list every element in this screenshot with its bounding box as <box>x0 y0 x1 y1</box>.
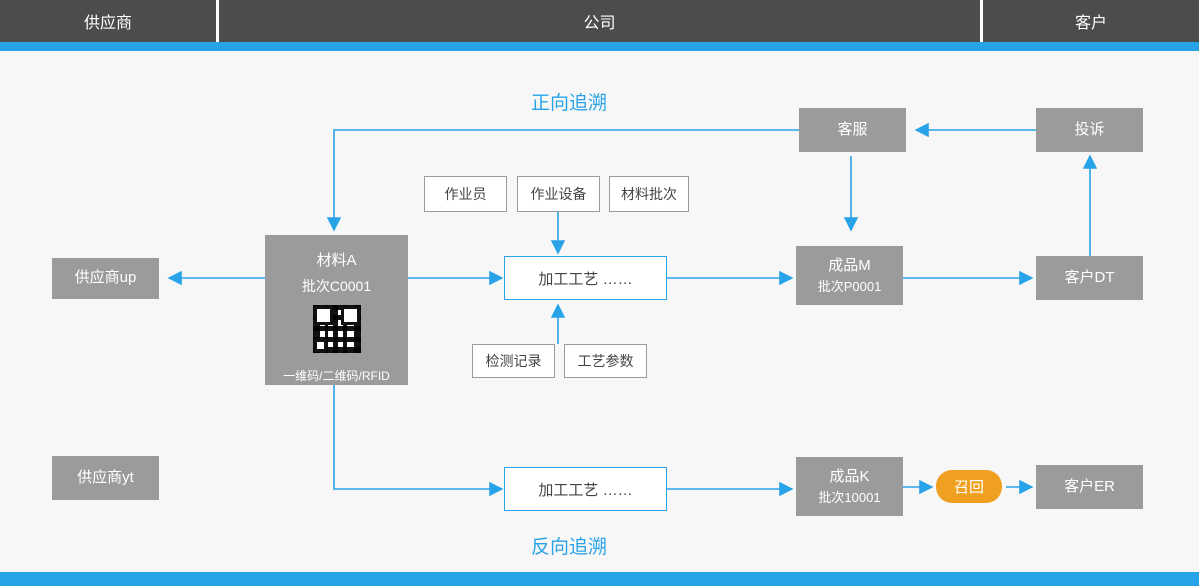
node-customer-service-label: 客服 <box>837 120 868 138</box>
node-customer-dt-label: 客户DT <box>1064 268 1115 286</box>
node-material-a-batch: 批次C0001 <box>301 278 372 294</box>
node-process-top-label: 加工工艺 …… <box>538 270 633 288</box>
header-column-customer: 客户 <box>983 0 1199 51</box>
header-column-supplier: 供应商 <box>0 0 216 51</box>
node-material-a[interactable]: 材料A 批次C0001 一维码/二维码/RFID <box>265 235 408 385</box>
node-customer-dt[interactable]: 客户DT <box>1036 256 1143 300</box>
box-equipment-label: 作业设备 <box>530 186 587 202</box>
node-finished-k-batch: 批次10001 <box>818 490 881 505</box>
header-column-customer-label: 客户 <box>1074 15 1107 32</box>
box-inspection-record-label: 检测记录 <box>485 353 542 369</box>
node-finished-k[interactable]: 成品K 批次10001 <box>796 457 903 516</box>
node-finished-m-title: 成品M <box>828 256 871 274</box>
box-process-params[interactable]: 工艺参数 <box>564 344 647 378</box>
node-supplier-yt-label: 供应商yt <box>77 468 134 486</box>
box-process-params-label: 工艺参数 <box>577 353 634 369</box>
node-process-top[interactable]: 加工工艺 …… <box>504 256 667 300</box>
node-complaint-label: 投诉 <box>1074 120 1105 138</box>
header-column-company-label: 公司 <box>583 15 616 32</box>
node-customer-service[interactable]: 客服 <box>799 108 906 152</box>
forward-trace-title: 正向追溯 <box>530 93 607 114</box>
node-process-bottom[interactable]: 加工工艺 …… <box>504 467 667 511</box>
qr-code-icon <box>312 305 361 353</box>
accent-bar-top <box>0 42 1199 51</box>
box-operator-label: 作业员 <box>444 186 487 202</box>
box-operator[interactable]: 作业员 <box>424 176 507 212</box>
node-process-bottom-label: 加工工艺 …… <box>538 481 633 499</box>
header-bar: 供应商 公司 客户 <box>0 0 1199 51</box>
box-equipment[interactable]: 作业设备 <box>517 176 600 212</box>
header-column-supplier-label: 供应商 <box>83 15 132 32</box>
node-material-a-title: 材料A <box>316 252 357 269</box>
box-inspection-record[interactable]: 检测记录 <box>472 344 555 378</box>
node-material-a-codes: 一维码/二维码/RFID <box>283 369 390 383</box>
box-material-batch-label: 材料批次 <box>621 186 677 202</box>
header-divider <box>216 0 219 42</box>
node-finished-m[interactable]: 成品M 批次P0001 <box>796 246 903 305</box>
node-complaint[interactable]: 投诉 <box>1036 108 1143 152</box>
node-supplier-yt[interactable]: 供应商yt <box>52 456 159 500</box>
box-material-batch[interactable]: 材料批次 <box>609 176 689 212</box>
node-customer-er[interactable]: 客户ER <box>1036 465 1143 509</box>
node-finished-m-batch: 批次P0001 <box>817 279 882 294</box>
node-customer-er-label: 客户ER <box>1064 477 1115 495</box>
node-recall[interactable]: 召回 <box>936 470 1002 503</box>
node-supplier-up[interactable]: 供应商up <box>52 258 159 299</box>
node-finished-k-title: 成品K <box>829 467 870 485</box>
header-column-company: 公司 <box>219 0 980 51</box>
accent-bar-bottom <box>0 572 1199 586</box>
backward-trace-title: 反向追溯 <box>530 537 607 558</box>
header-divider-2 <box>980 0 983 42</box>
node-supplier-up-label: 供应商up <box>74 269 137 287</box>
node-recall-label: 召回 <box>953 479 984 496</box>
